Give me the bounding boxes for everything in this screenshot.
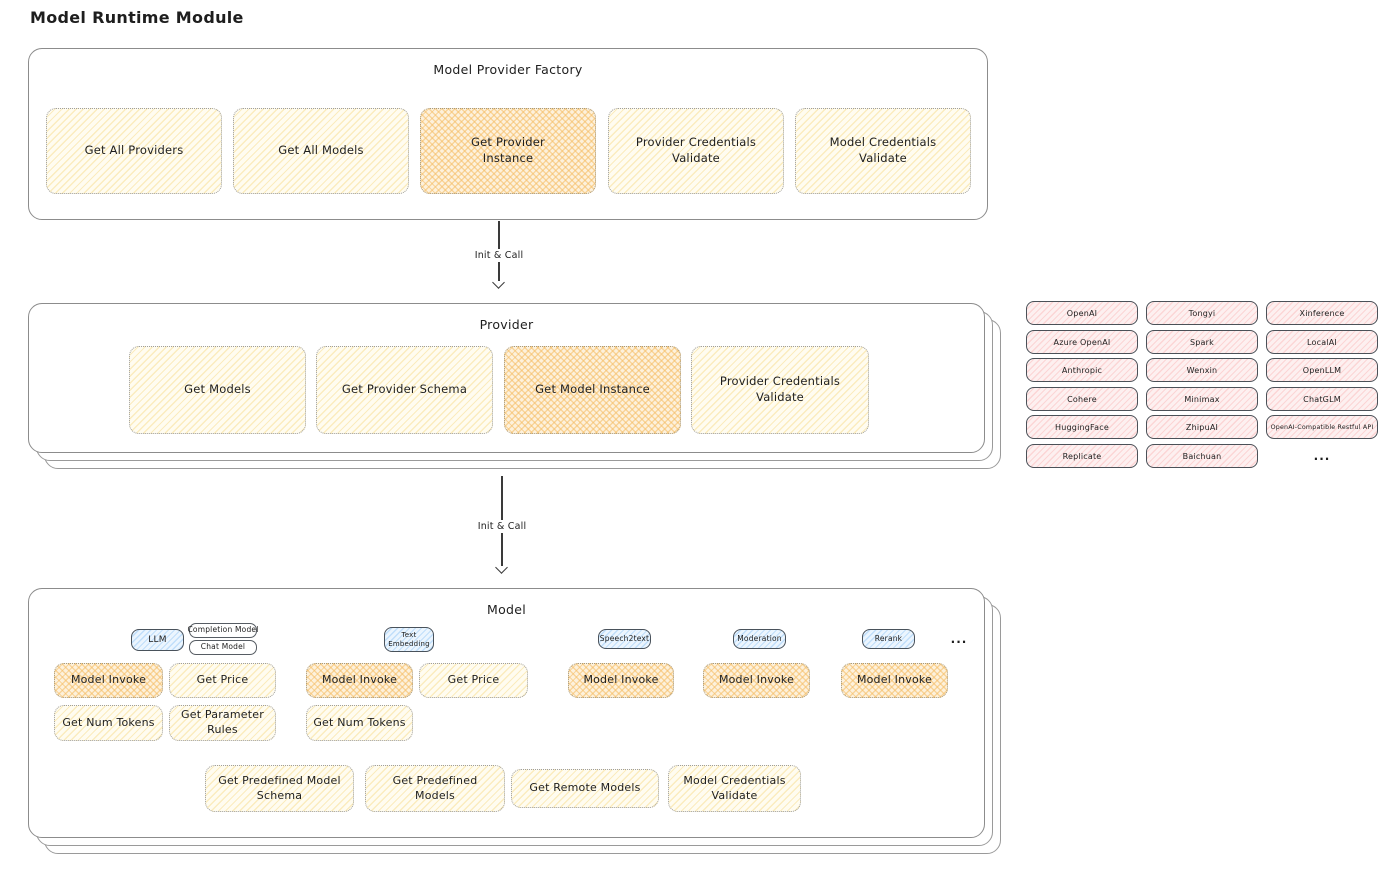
arrow-provider-to-model-label: Init & Call [472,520,532,533]
model-tabs-more-ellipsis: ... [950,632,968,646]
provider-panel: Provider Get Models Get Provider Schema … [28,303,985,453]
provider-node-provider-credentials-validate: Provider Credentials Validate [691,346,869,434]
model-tab-llm: LLM [131,629,184,651]
provider-panel-title: Provider [479,317,534,332]
model-subtab-completion-model: Completion Model [187,623,258,638]
speech2text-node-model-invoke: Model Invoke [568,663,674,698]
catalog-item-chatglm: ChatGLM [1266,387,1378,411]
text-embedding-node-get-num-tokens: Get Num Tokens [306,705,413,741]
model-node-get-predefined-model-schema: Get Predefined Model Schema [205,765,354,812]
catalog-item-tongyi: Tongyi [1146,301,1258,325]
catalog-item-anthropic: Anthropic [1026,358,1138,382]
llm-node-get-parameter-rules: Get Parameter Rules [169,705,276,741]
rerank-node-model-invoke: Model Invoke [841,663,948,698]
model-node-model-credentials-validate: Model Credentials Validate [668,765,801,812]
catalog-item-huggingface: HuggingFace [1026,415,1138,439]
model-node-get-remote-models: Get Remote Models [511,769,659,808]
model-node-get-predefined-models: Get Predefined Models [365,765,505,812]
factory-node-get-all-models: Get All Models [233,108,409,194]
llm-node-get-num-tokens: Get Num Tokens [54,705,163,741]
arrow-provider-to-model-head-icon [495,561,508,574]
provider-node-get-models: Get Models [129,346,306,434]
catalog-item-zhipuai: ZhipuAI [1146,415,1258,439]
catalog-item-azure-openai: Azure OpenAI [1026,330,1138,354]
catalog-item-wenxin: Wenxin [1146,358,1258,382]
text-embedding-node-get-price: Get Price [419,663,528,698]
catalog-item-openllm: OpenLLM [1266,358,1378,382]
model-panel: Model LLM Completion Model Chat Model Te… [28,588,985,838]
catalog-item-openai-compatible-restful-api: OpenAI-Compatible Restful API [1266,415,1378,439]
model-tab-text-embedding: Text Embedding [384,627,434,652]
model-tab-speech2text: Speech2text [598,629,651,649]
model-tab-moderation: Moderation [733,629,786,649]
catalog-item-cohere: Cohere [1026,387,1138,411]
model-tab-rerank: Rerank [862,629,915,649]
catalog-item-spark: Spark [1146,330,1258,354]
catalog-item-baichuan: Baichuan [1146,444,1258,468]
provider-node-get-provider-schema: Get Provider Schema [316,346,493,434]
catalog-more-ellipsis: ... [1313,449,1331,463]
factory-node-provider-credentials-validate: Provider Credentials Validate [608,108,784,194]
text-embedding-node-model-invoke: Model Invoke [306,663,413,698]
model-panel-title: Model [486,602,527,617]
arrow-factory-to-provider-head-icon [492,276,505,289]
factory-node-model-credentials-validate: Model Credentials Validate [795,108,971,194]
catalog-item-replicate: Replicate [1026,444,1138,468]
diagram-title: Model Runtime Module [30,8,244,27]
llm-node-model-invoke: Model Invoke [54,663,163,698]
factory-node-get-provider-instance: Get Provider Instance [420,108,596,194]
arrow-factory-to-provider-label: Init & Call [469,249,529,262]
catalog-item-minimax: Minimax [1146,387,1258,411]
catalog-item-xinference: Xinference [1266,301,1378,325]
factory-panel: Model Provider Factory Get All Providers… [28,48,988,220]
catalog-item-openai: OpenAI [1026,301,1138,325]
factory-node-get-all-providers: Get All Providers [46,108,222,194]
provider-node-get-model-instance: Get Model Instance [504,346,681,434]
factory-panel-title: Model Provider Factory [433,62,583,77]
moderation-node-model-invoke: Model Invoke [703,663,810,698]
catalog-item-localai: LocalAI [1266,330,1378,354]
llm-node-get-price: Get Price [169,663,276,698]
model-subtab-chat-model: Chat Model [189,640,257,655]
